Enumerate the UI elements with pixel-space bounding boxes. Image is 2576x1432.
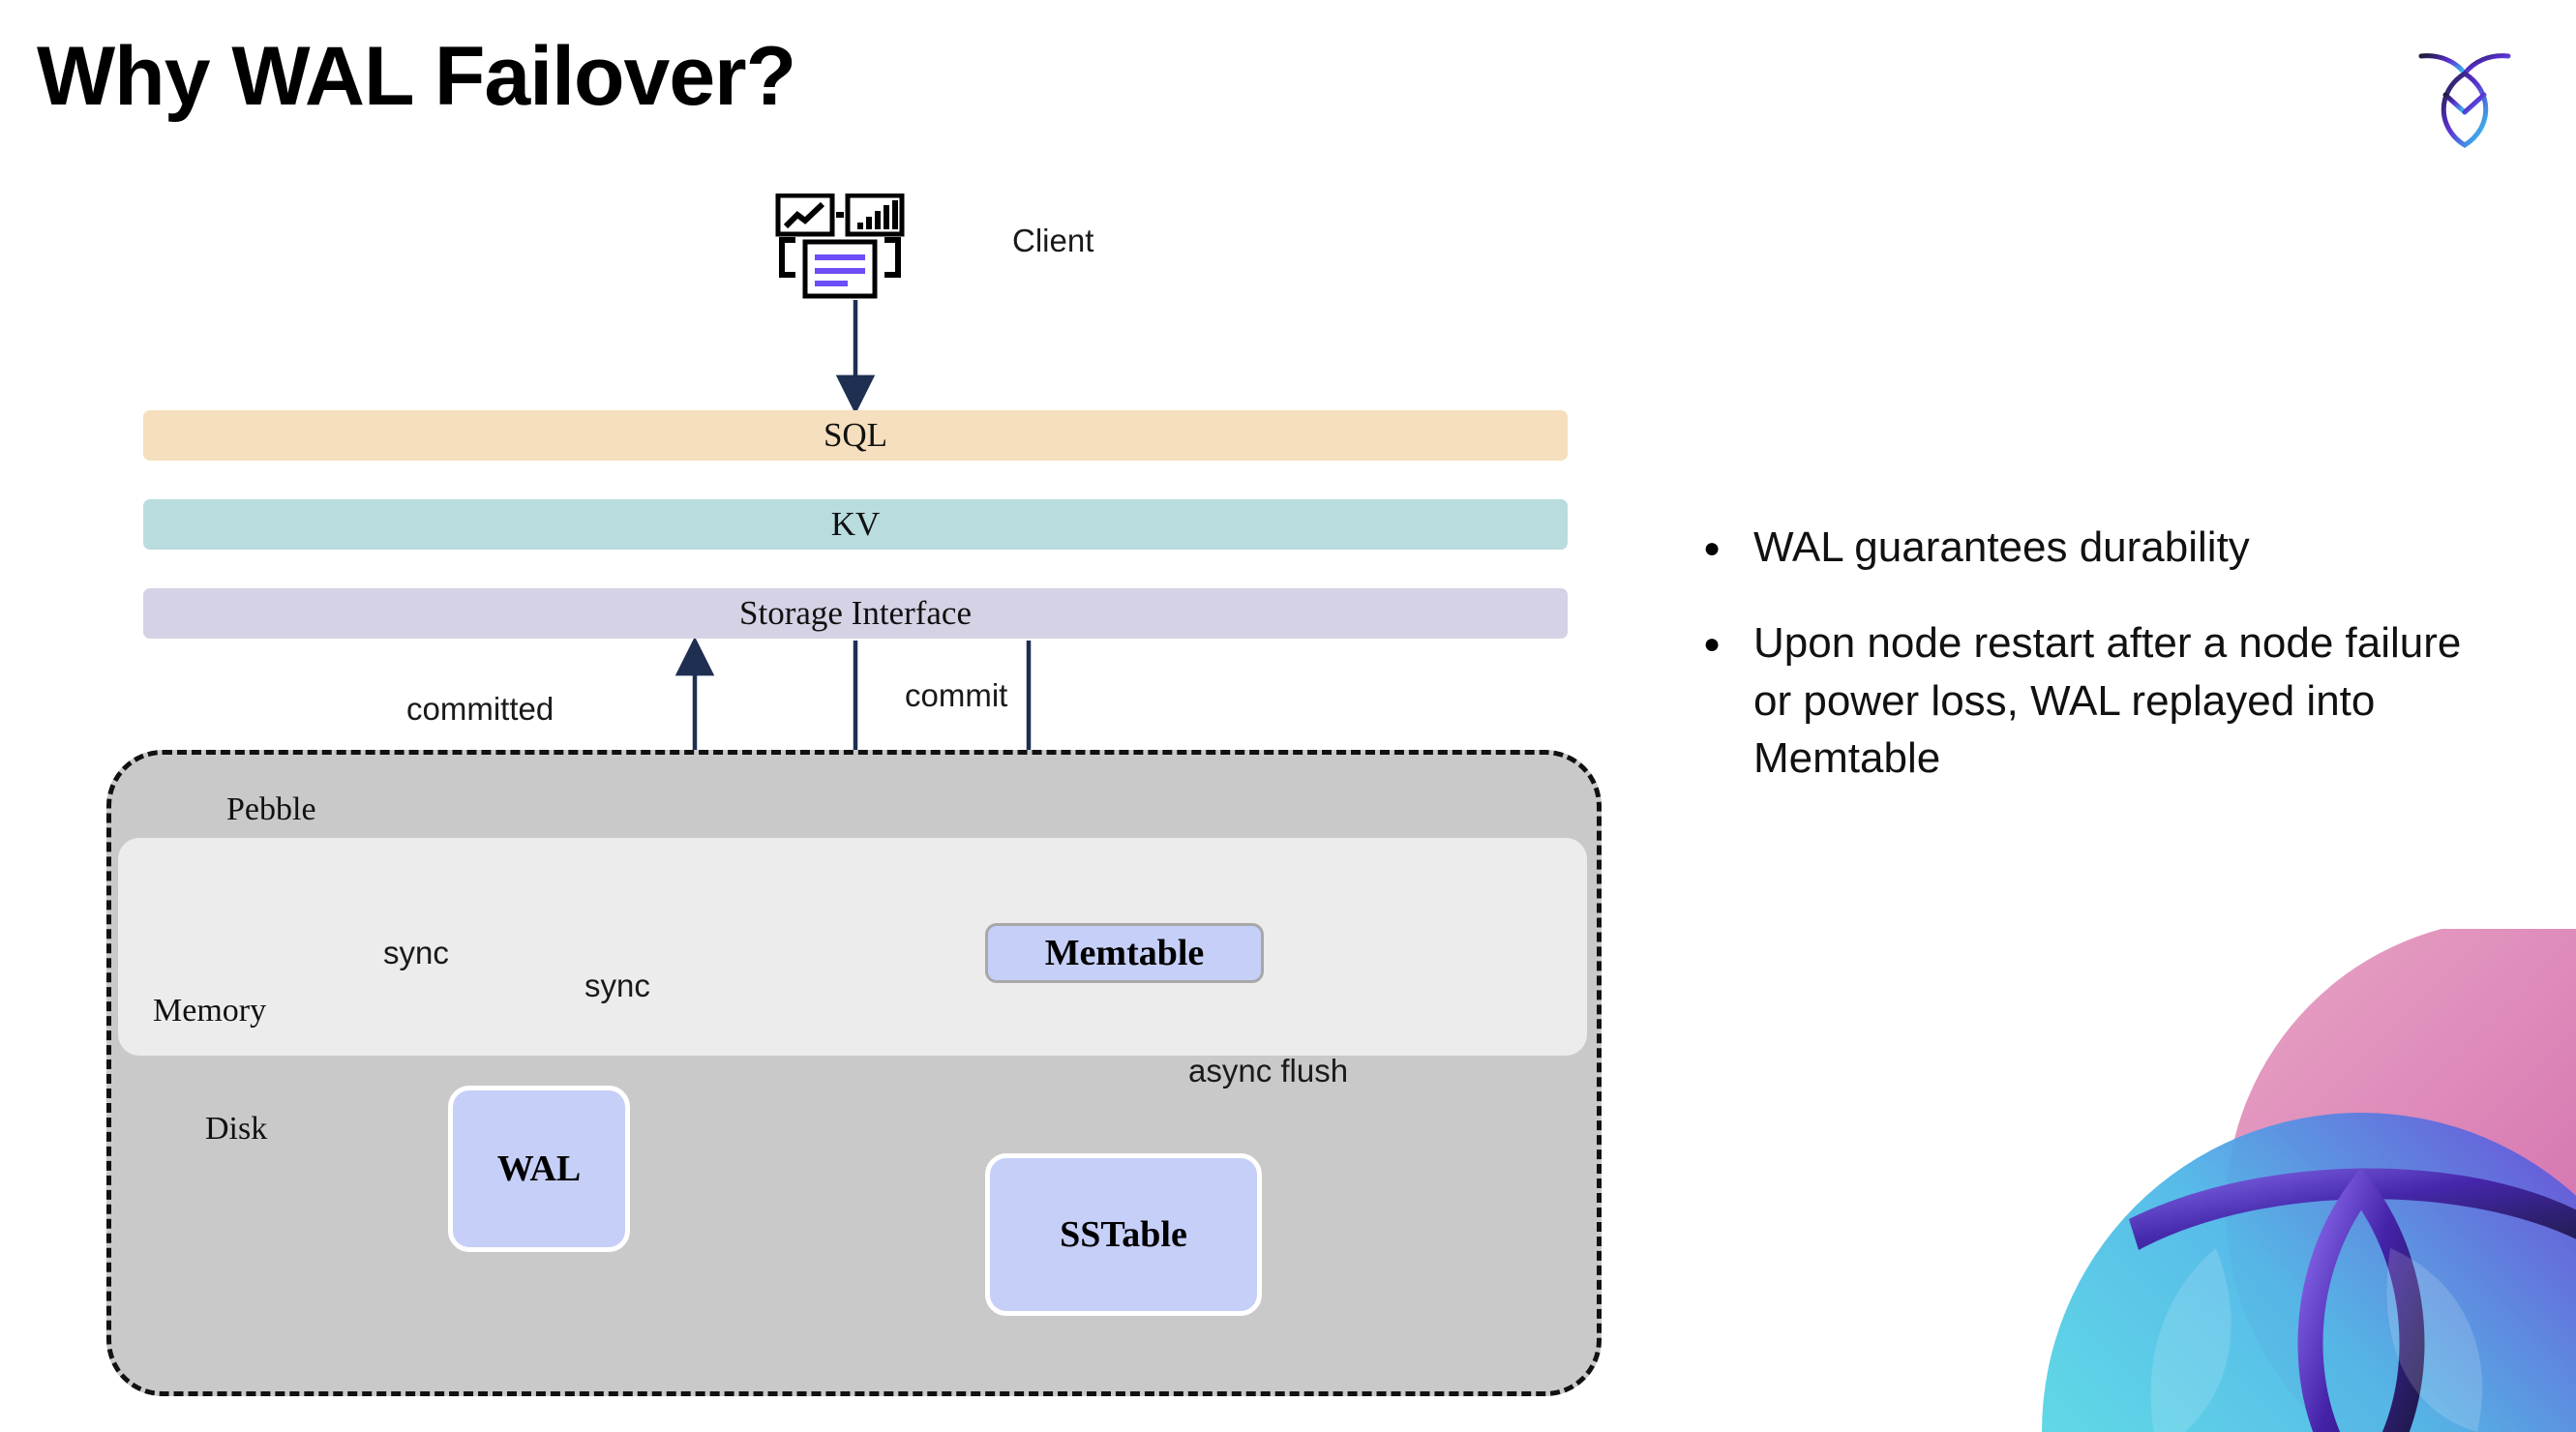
cockroach-decorative-mark-icon <box>1974 929 2576 1432</box>
edge-label-sync-2: sync <box>584 968 650 1003</box>
node-wal[interactable]: WAL <box>448 1086 630 1252</box>
list-item: ● Upon node restart after a node failure… <box>1703 614 2506 787</box>
edge-label-committed: committed <box>406 691 554 727</box>
edge-label-commit: commit <box>905 677 1008 713</box>
bullet-marker-icon: ● <box>1703 628 1722 661</box>
client-dashboard-icon <box>774 193 929 300</box>
bullet-list: ● WAL guarantees durability ● Upon node … <box>1703 519 2506 826</box>
node-memtable[interactable]: Memtable <box>985 923 1264 983</box>
architecture-diagram: Client SQL KV Storage Interface Pebble M… <box>106 193 1602 1396</box>
layer-bar-kv[interactable]: KV <box>143 499 1568 550</box>
layer-bar-sql[interactable]: SQL <box>143 410 1568 461</box>
layer-bar-storage[interactable]: Storage Interface <box>143 588 1568 639</box>
node-sstable[interactable]: SSTable <box>985 1153 1262 1316</box>
pebble-label: Pebble <box>226 791 316 827</box>
memory-label: Memory <box>153 993 267 1029</box>
bullet-text: WAL guarantees durability <box>1753 523 2250 571</box>
bullet-marker-icon: ● <box>1703 532 1722 564</box>
edge-label-sync-1: sync <box>383 935 449 970</box>
cockroach-logo-icon <box>2411 35 2518 151</box>
page-title: Why WAL Failover? <box>37 30 796 123</box>
disk-label: Disk <box>205 1111 268 1147</box>
client-label: Client <box>1012 223 1094 258</box>
memory-region <box>118 838 1587 1056</box>
edge-label-async-flush: async flush <box>1188 1053 1349 1089</box>
list-item: ● WAL guarantees durability <box>1703 519 2506 576</box>
bullet-text: Upon node restart after a node failure o… <box>1753 619 2462 783</box>
